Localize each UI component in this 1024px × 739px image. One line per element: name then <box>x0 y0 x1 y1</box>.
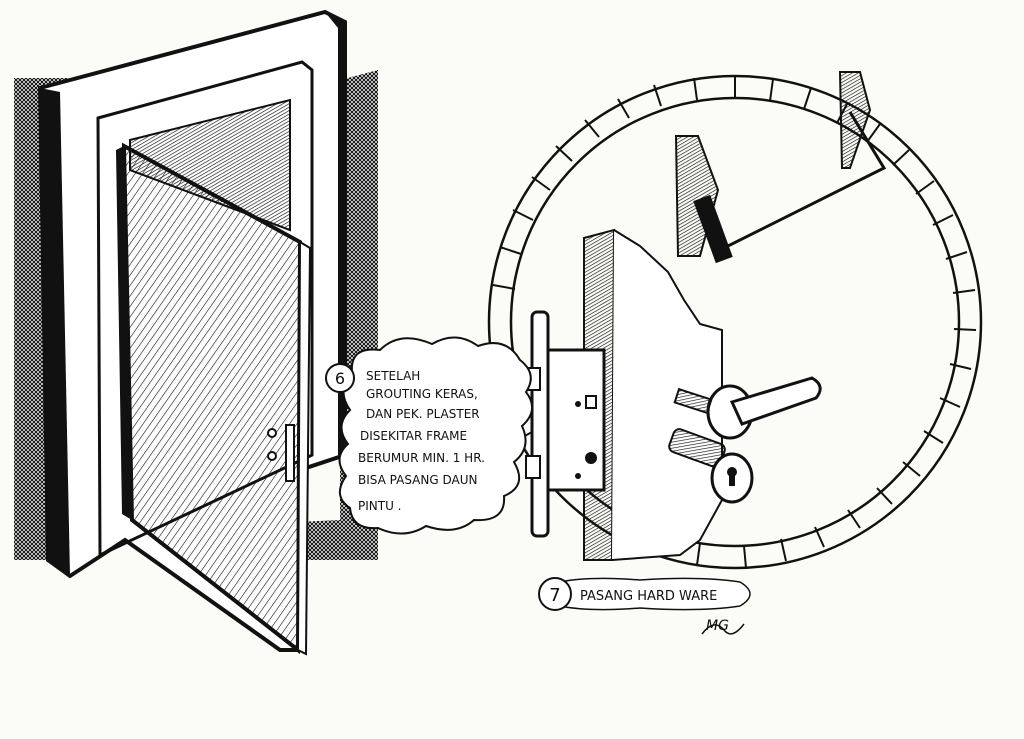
step6-line-3: DAN PEK. PLASTER <box>366 407 480 421</box>
step6-line-5: BERUMUR MIN. 1 HR. <box>358 451 485 465</box>
mortise-lock-icon <box>525 310 606 538</box>
door-knob-icon <box>267 424 295 482</box>
lever-handle-icon <box>673 376 822 440</box>
artist-signature: MG <box>701 618 745 635</box>
step6-number: 6 <box>335 369 345 388</box>
door-closer-arm <box>674 71 887 264</box>
svg-text:SETELAH GROUTING KERAS,: SETELAH GROUTING KERAS, DAN PEK. PLASTER… <box>358 369 489 513</box>
step6-line-6: BISA PASANG DAUN <box>358 473 477 487</box>
door-leaf <box>116 142 312 656</box>
step6-line-1: SETELAH <box>366 369 420 383</box>
step6-number-badge <box>325 363 355 393</box>
step6-line-7: PINTU . <box>358 499 402 513</box>
step7-label: 7 PASANG HARD WARE <box>538 577 751 611</box>
detail-circle-border <box>487 74 983 570</box>
step6-line-2: GROUTING KERAS, <box>366 387 478 401</box>
step6-line-4: DISEKITAR FRAME <box>360 429 467 443</box>
step7-number: 7 <box>549 585 560 606</box>
step6-callout: 6 SETELAH GROUTING KERAS, DAN PEK. PLAST… <box>325 336 533 535</box>
step7-number-badge <box>538 577 572 611</box>
step7-text: PASANG HARD WARE <box>580 589 717 604</box>
key-cylinder-icon <box>668 428 754 504</box>
